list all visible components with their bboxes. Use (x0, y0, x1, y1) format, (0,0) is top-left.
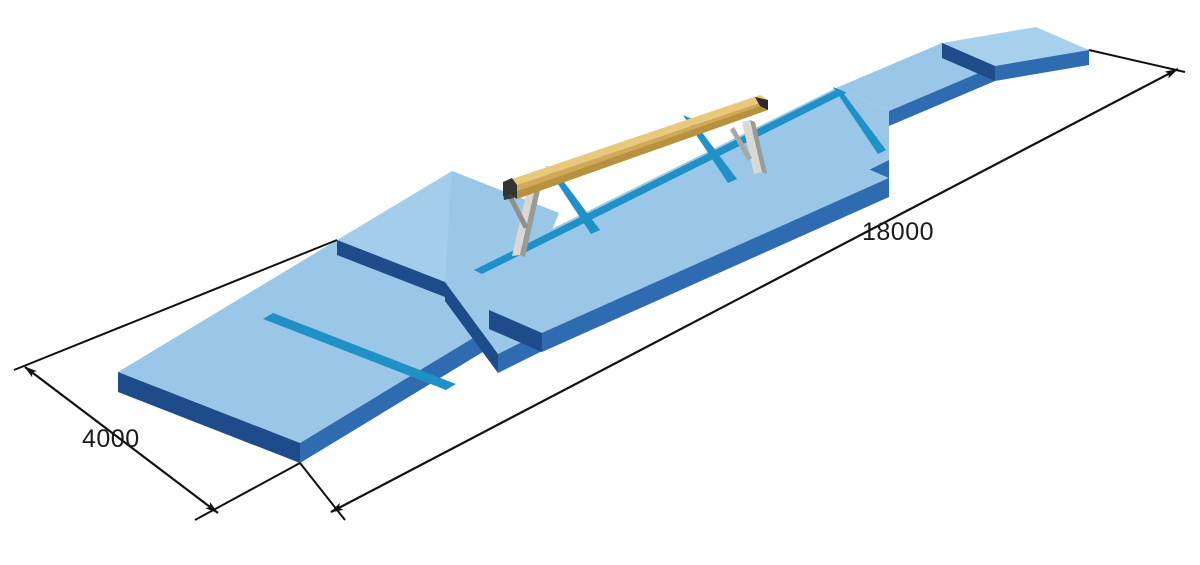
extension-line (1088, 49, 1186, 73)
dimension-label-18000: 18000 (862, 218, 934, 246)
dimension-line (24, 366, 219, 514)
dimension-length-18000: 18000 (299, 49, 1186, 521)
dimension-line (330, 68, 1179, 513)
dimensions-group: 18000 4000 (13, 49, 1186, 521)
dimension-width-4000: 4000 (13, 239, 338, 521)
mat-top-face (942, 27, 1089, 66)
dimension-label-4000: 4000 (82, 425, 140, 453)
extension-line (13, 239, 338, 371)
